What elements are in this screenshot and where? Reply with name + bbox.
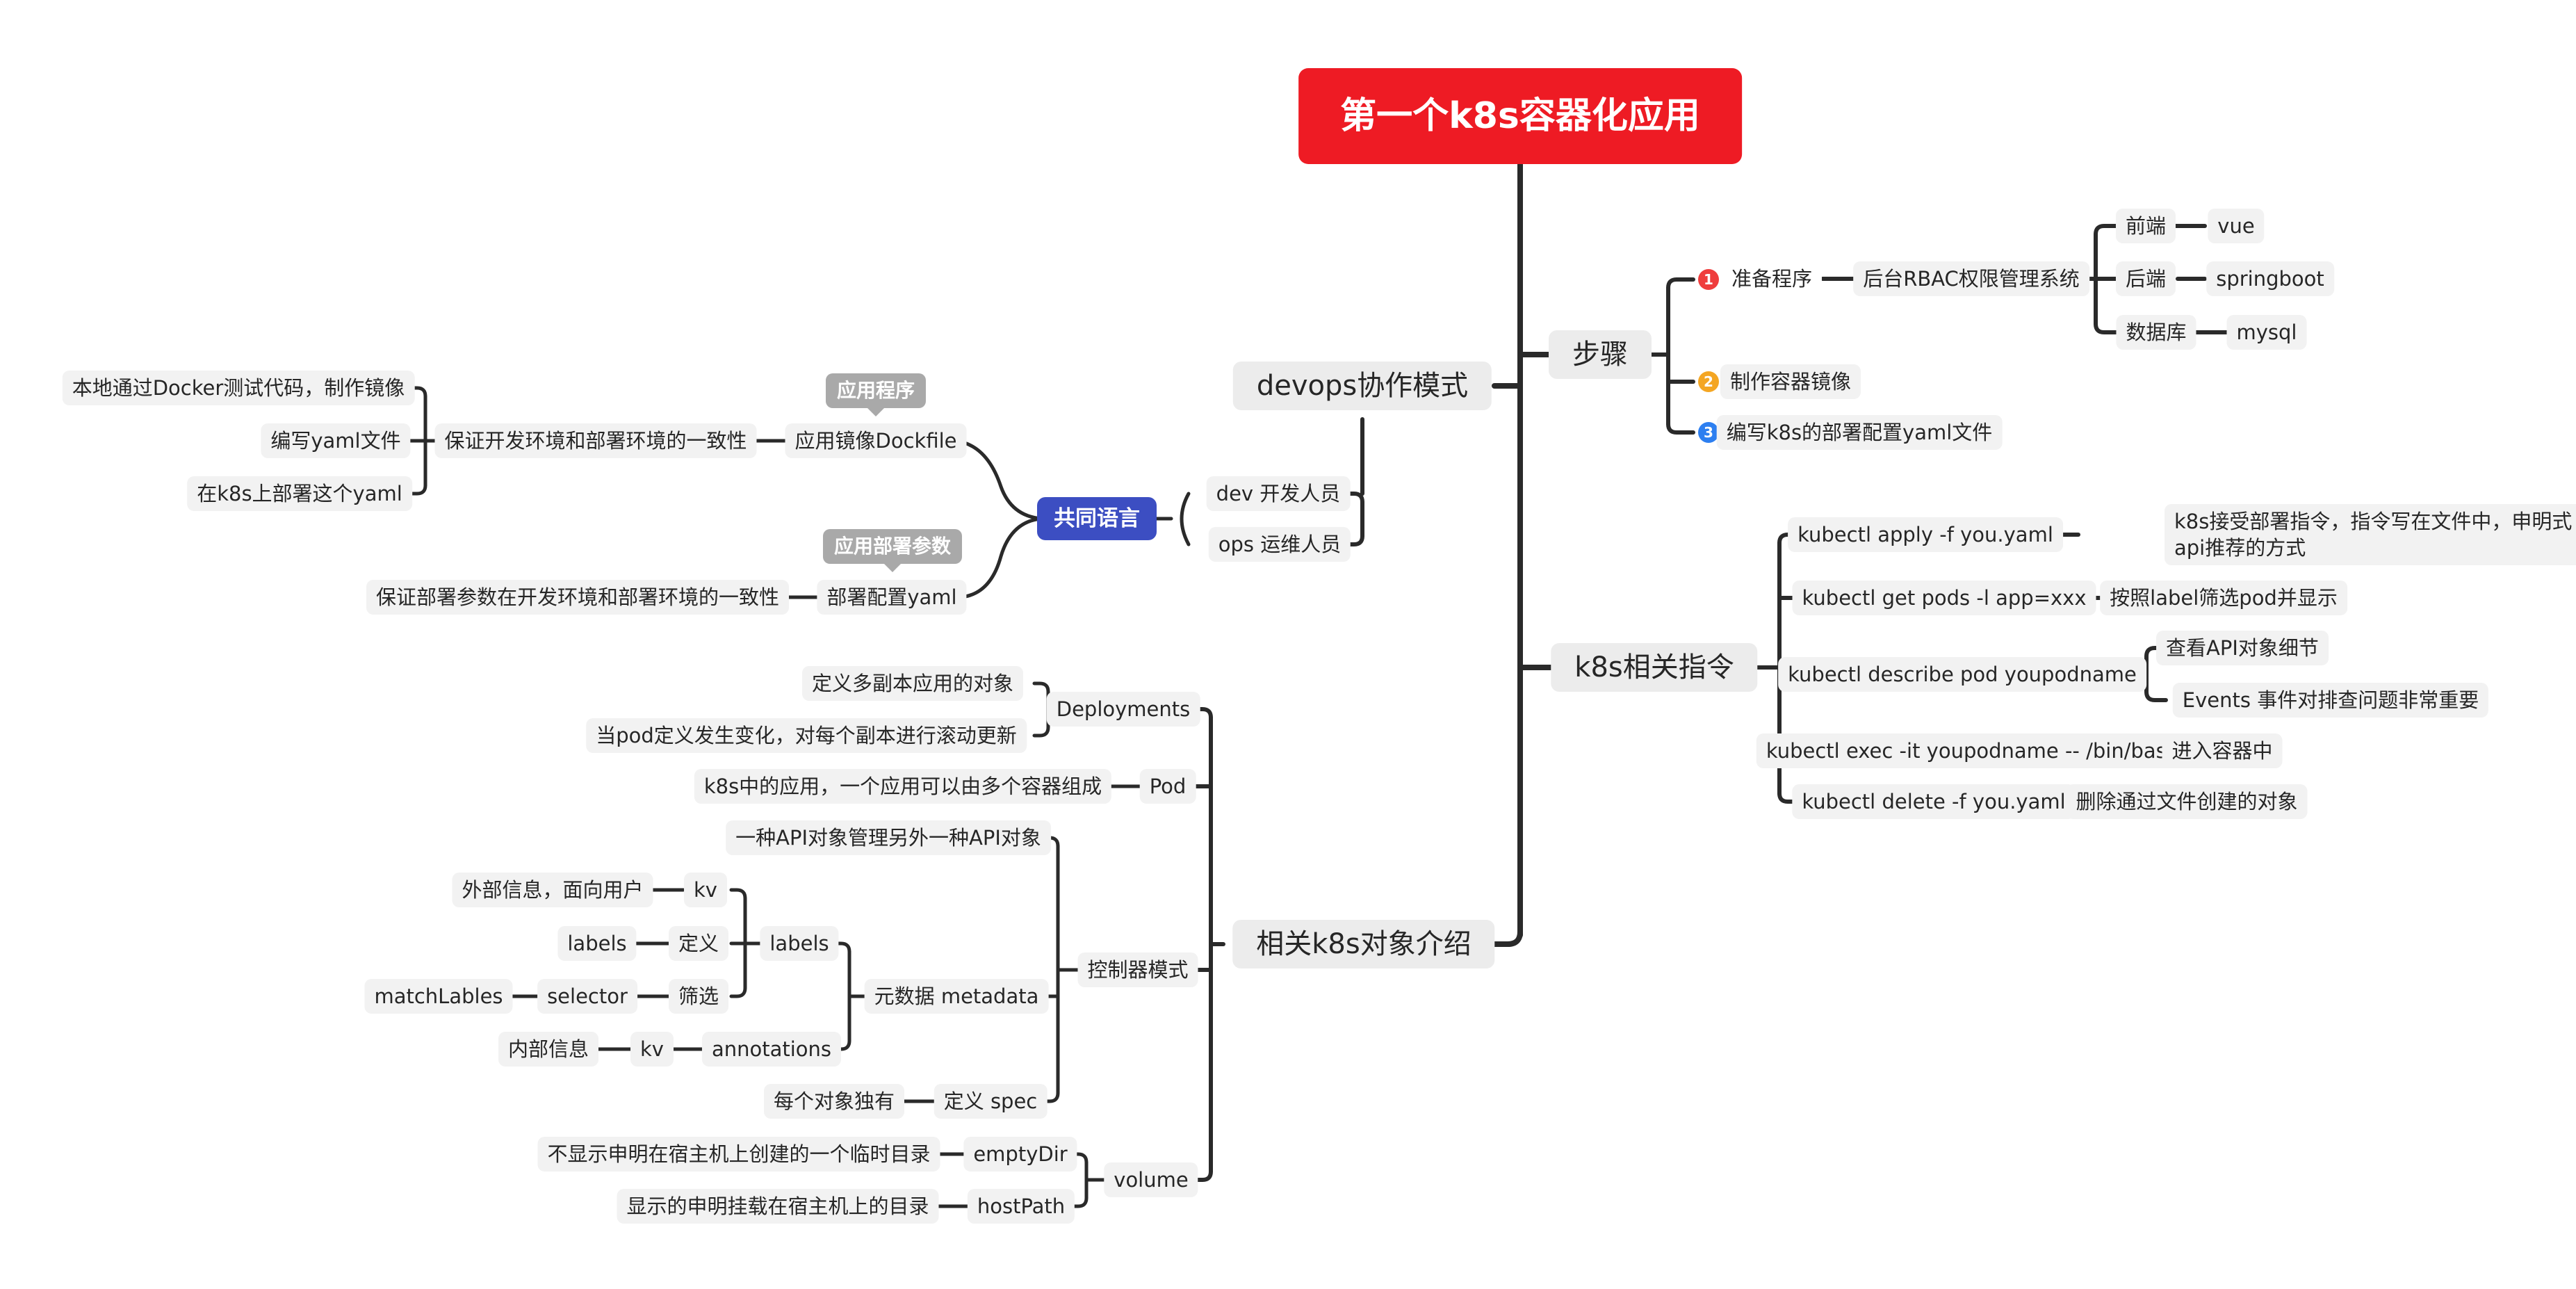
app-program-tag: 应用程序 [825,373,927,416]
labels-filter-node[interactable]: 筛选 [668,979,729,1014]
labels-kv-desc-node[interactable]: 外部信息，面向用户 [452,873,653,907]
events-desc-node[interactable]: Events 事件对排查问题非常重要 [2172,683,2489,718]
priority-2-icon: 2 [1698,371,1719,392]
connector-line [729,888,747,900]
vue-node[interactable]: vue [2208,209,2265,243]
connector-line [1666,277,1695,290]
connector-line [1180,492,1191,546]
prepare-program-node[interactable]: 准备程序 [1721,261,1823,296]
kubectl-get-node[interactable]: kubectl get pods -l app=xxx [1792,581,2096,615]
dev-role-node[interactable]: dev 开发人员 [1206,476,1351,511]
springboot-node[interactable]: springboot [2206,261,2334,296]
metadata-node[interactable]: 元数据 metadata [864,979,1049,1014]
deploy-param-consistency-node[interactable]: 保证部署参数在开发环境和部署环境的一致性 [366,580,790,615]
connector-line [2144,690,2168,702]
common-language-node[interactable]: 共同语言 [1037,497,1157,540]
connector-line [1032,681,1050,694]
hostpath-node[interactable]: hostPath [967,1189,1075,1224]
spec-node[interactable]: 定义 spec [934,1084,1047,1119]
steps-node[interactable]: 步骤 [1549,330,1652,379]
spec-desc-node[interactable]: 每个对象独有 [763,1084,905,1119]
ops-role-node[interactable]: ops 运维人员 [1208,527,1351,562]
labels-define-desc-node[interactable]: labels [557,926,637,961]
deployments-desc-item[interactable]: 定义多副本应用的对象 [801,666,1024,701]
volume-node[interactable]: volume [1104,1162,1198,1197]
connector-line [959,517,1043,599]
env-consistency-node[interactable]: 保证开发环境和部署环境的一致性 [434,423,757,458]
deploy-config-yaml-node[interactable]: 部署配置yaml [817,580,967,615]
annotations-kv-desc-node[interactable]: 内部信息 [498,1032,599,1067]
kubectl-exec-node[interactable]: kubectl exec -it youpodname -- /bin/bash [1756,733,2190,768]
k8s-commands-node[interactable]: k8s相关指令 [1551,643,1758,692]
pod-node[interactable]: Pod [1139,769,1196,804]
annotations-kv-node[interactable]: kv [630,1032,674,1067]
deployments-node[interactable]: Deployments [1046,692,1200,727]
frontend-node[interactable]: 前端 [2115,209,2176,243]
connector-line [954,439,1043,521]
devops-mode-node[interactable]: devops协作模式 [1232,362,1492,410]
apply-desc-node[interactable]: k8s接受部署指令，指令写在文件中，申明式api推荐的方式 [2165,504,2576,565]
deployments-desc-item[interactable]: 当pod定义发生变化，对每个副本进行滚动更新 [586,718,1027,753]
image-step-item[interactable]: 编写yaml文件 [261,423,411,458]
connector-line [2094,322,2119,334]
kubectl-apply-node[interactable]: kubectl apply -f you.yaml [1788,517,2063,552]
write-yaml-node[interactable]: 编写k8s的部署配置yaml文件 [1716,415,2003,450]
emptydir-node[interactable]: emptyDir [963,1137,1077,1172]
priority-3-icon: 3 [1698,422,1719,443]
controller-desc-node[interactable]: 一种API对象管理另外一种API对象 [726,820,1051,855]
labels-kv-node[interactable]: kv [684,873,727,907]
labels-define-node[interactable]: 定义 [668,926,729,961]
emptydir-desc-node[interactable]: 不显示申明在宿主机上创建的一个临时目录 [537,1137,940,1172]
rbac-system-node[interactable]: 后台RBAC权限管理系统 [1853,261,2089,296]
describe-desc-node[interactable]: 查看API对象细节 [2156,631,2329,665]
mysql-node[interactable]: mysql [2226,315,2307,350]
kubectl-describe-node[interactable]: kubectl describe pod youpodname [1778,657,2146,692]
get-desc-node[interactable]: 按照label筛选pod并显示 [2100,581,2347,615]
hostpath-desc-node[interactable]: 显示的申明挂载在宿主机上的目录 [617,1189,939,1224]
match-labels-node[interactable]: matchLables [364,979,513,1014]
database-node[interactable]: 数据库 [2116,315,2196,350]
controller-pattern-node[interactable]: 控制器模式 [1077,952,1198,987]
connector-line [1032,725,1050,738]
annotations-node[interactable]: annotations [701,1032,842,1067]
app-image-dockerfile-node[interactable]: 应用镜像Dockfile [785,423,967,458]
image-step-item[interactable]: 本地通过Docker测试代码，制作镜像 [62,371,415,405]
kubectl-delete-node[interactable]: kubectl delete -f you.yaml [1792,784,2076,819]
build-image-node[interactable]: 制作容器镜像 [1720,364,1861,399]
image-step-item[interactable]: 在k8s上部署这个yaml [187,476,412,511]
labels-node[interactable]: labels [760,926,839,961]
selector-node[interactable]: selector [537,979,637,1014]
deploy-params-tag: 应用部署参数 [822,529,963,572]
connector-line [1666,422,1695,435]
k8s-objects-node[interactable]: 相关k8s对象介绍 [1232,920,1495,968]
connector-line [2094,224,2119,236]
root-title: 第一个k8s容器化应用 [1298,68,1742,164]
connector-line [1488,929,1523,947]
pod-desc-node[interactable]: k8s中的应用，一个应用可以由多个容器组成 [694,769,1112,804]
delete-desc-node[interactable]: 删除通过文件创建的对象 [2066,784,2308,819]
connector-line [1070,1196,1089,1208]
backend-node[interactable]: 后端 [2115,261,2176,296]
priority-1-icon: 1 [1698,269,1719,290]
exec-desc-node[interactable]: 进入容器中 [2162,733,2283,768]
connector-line [729,986,747,998]
